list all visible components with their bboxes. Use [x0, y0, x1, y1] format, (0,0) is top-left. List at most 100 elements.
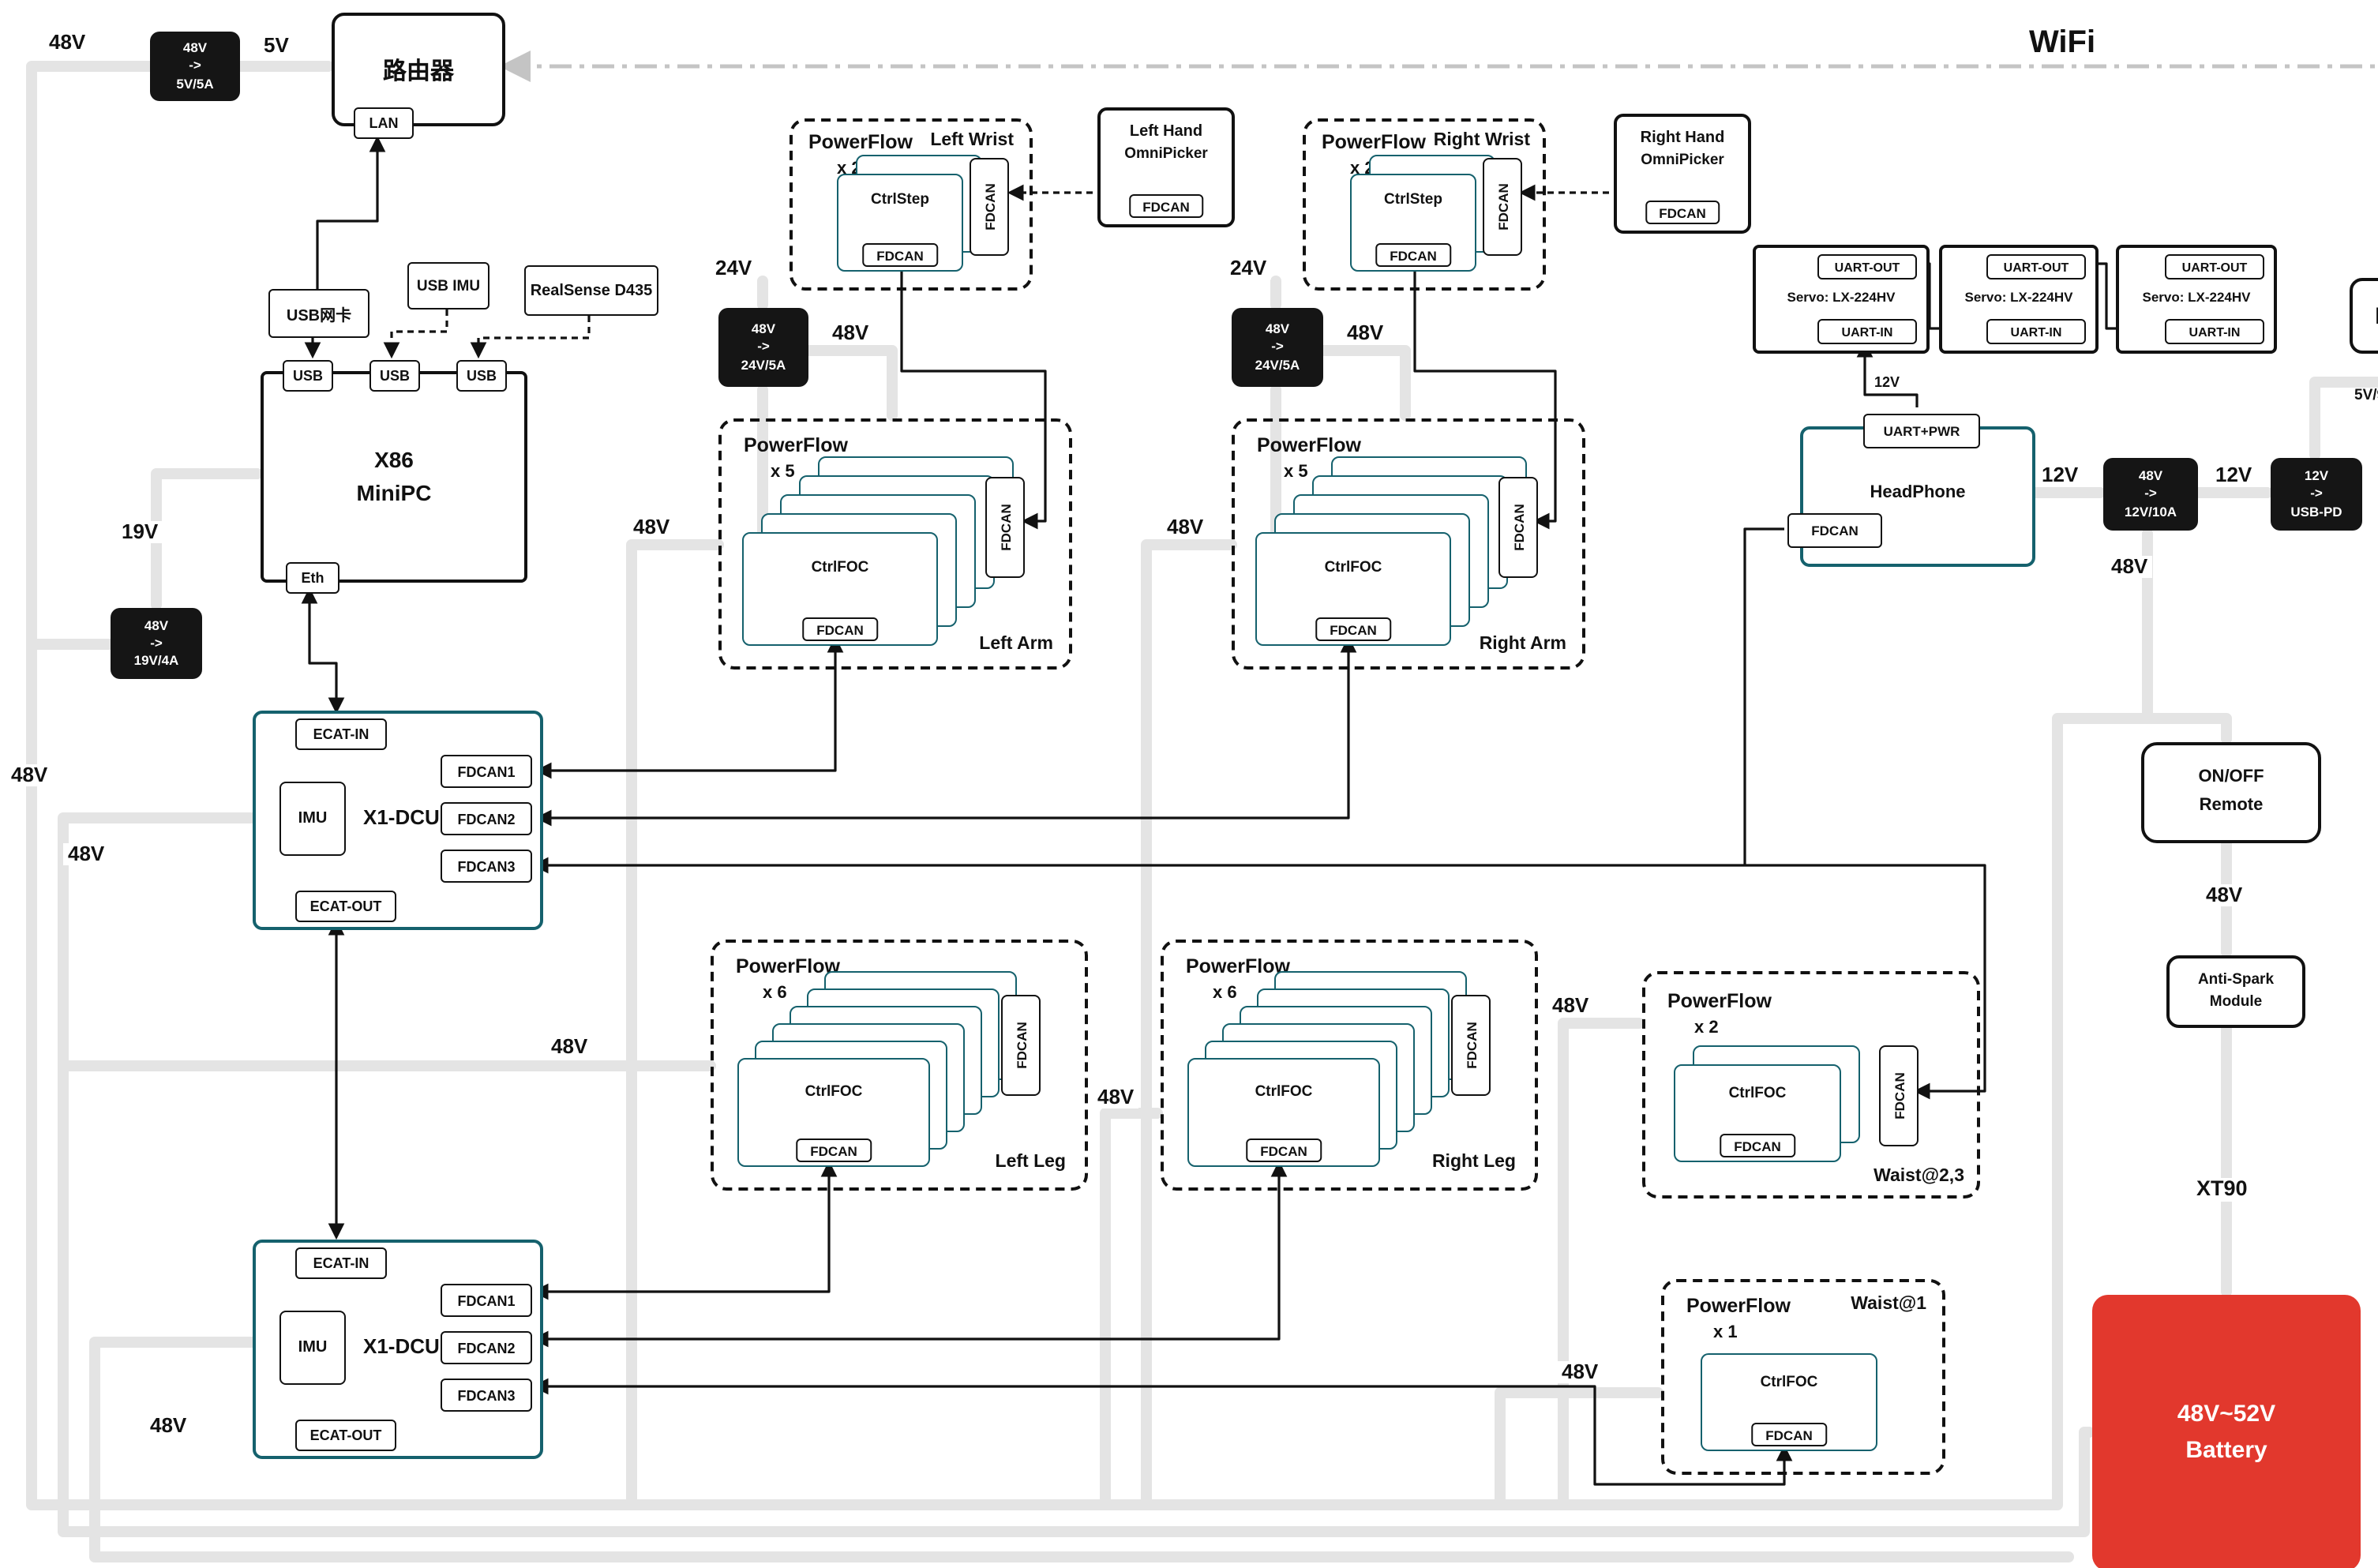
ecat-in-port: ECAT-IN	[295, 718, 387, 750]
converter-input-label: 48V	[2138, 467, 2163, 484]
lan-port: LAN	[354, 107, 414, 139]
on-off-remote-box: ON/OFF Remote	[2141, 742, 2321, 843]
usb-network-adapter-label: USB网卡	[286, 308, 352, 325]
voltage-label-48v: 48V	[44, 30, 91, 54]
powerflow-count: x 2	[1694, 1018, 1719, 1037]
fdcan-port: FDCAN	[802, 617, 878, 641]
voltage-label-24v: 24V	[711, 256, 757, 280]
powerflow-title: PowerFlow	[1322, 131, 1426, 153]
voltage-label-12v: 12V	[2211, 463, 2257, 487]
fdcan-port: FDCAN	[1751, 1423, 1827, 1446]
uart-in-port: UART-IN	[1817, 319, 1917, 344]
fdcan2-port: FDCAN2	[441, 802, 532, 835]
servo-name: Servo: LX-224HV	[1964, 289, 2073, 305]
fdcan2-label: FDCAN2	[457, 811, 516, 827]
fdcan-port: FDCAN	[1128, 194, 1204, 218]
powerflow-title: PowerFlow	[1186, 955, 1290, 977]
fdcan-label: FDCAN	[1495, 183, 1510, 231]
uart-out-label: UART-OUT	[1834, 260, 1900, 274]
fdcan-label: FDCAN	[1891, 1072, 1907, 1120]
realsense-label: RealSense D435	[530, 282, 653, 299]
ctrl-label: CtrlFOC	[805, 1083, 863, 1101]
driver-card: CtrlFOC FDCAN	[1674, 1064, 1841, 1162]
servo-name: Servo: LX-224HV	[1787, 289, 1896, 305]
uart-out-port: UART-OUT	[1817, 254, 1917, 279]
converter-input-label: 48V	[1265, 321, 1290, 337]
headphone-box: UART+PWR HeadPhone FDCAN	[1787, 414, 2035, 567]
voltage-label-5v: 5V	[259, 33, 294, 58]
lan-label: LAN	[369, 115, 399, 131]
ctrl-label: CtrlStep	[871, 191, 929, 208]
converter-input-label: 12V	[2304, 467, 2329, 484]
usb-port-1: USB	[283, 360, 333, 392]
servo-box-3: UART-OUT Servo: LX-224HV UART-IN	[2116, 245, 2277, 354]
powerflow-waist1: PowerFlow x 1 Waist@1 CtrlFOC FDCAN	[1661, 1279, 1945, 1475]
driver-card: CtrlFOC FDCAN	[1255, 532, 1451, 646]
ctrl-label: CtrlFOC	[1728, 1085, 1787, 1102]
powerflow-waist23: PowerFlow x 2 Waist@2,3 CtrlFOC FDCAN FD…	[1642, 971, 1980, 1199]
fdcan-label: FDCAN	[1510, 504, 1526, 551]
hand-title-line1: Left Hand	[1129, 123, 1203, 141]
powerflow-left-leg: PowerFlow x 6 Left Leg CtrlFOC FDCAN FDC…	[711, 940, 1088, 1191]
dcu-lower-box: ECAT-IN IMU X1-DCU FDCAN1 FDCAN2 FDCAN3 …	[253, 1240, 543, 1459]
uart-in-label: UART-IN	[2189, 324, 2241, 339]
uart-out-port: UART-OUT	[2165, 254, 2264, 279]
remote-line1: ON/OFF	[2198, 767, 2264, 787]
voltage-label-48v: 48V	[145, 1413, 192, 1438]
remote-line2: Remote	[2199, 796, 2264, 815]
powerflow-name: Right Wrist	[1433, 131, 1530, 150]
powerflow-count: x 6	[1213, 984, 1237, 1003]
voltage-label-48v: 48V	[1162, 515, 1209, 539]
converter-48v-to-12v: 48V -> 12V/10A	[2103, 458, 2198, 531]
dcu-upper-box: ECAT-IN IMU X1-DCU FDCAN1 FDCAN2 FDCAN3 …	[253, 711, 543, 930]
driver-card: CtrlFOC FDCAN	[742, 532, 938, 646]
ecat-in-port: ECAT-IN	[295, 1247, 387, 1279]
ecat-out-port: ECAT-OUT	[295, 891, 396, 922]
voltage-label-12v: 12V	[2037, 463, 2084, 487]
fdcan-label: FDCAN	[981, 183, 997, 231]
fdcan2-port: FDCAN2	[441, 1331, 532, 1364]
ctrl-label: CtrlFOC	[1255, 1083, 1313, 1101]
ctrl-label: CtrlFOC	[811, 559, 869, 576]
driver-card: CtrlFOC FDCAN	[1187, 1058, 1380, 1167]
fdcan1-label: FDCAN1	[457, 1292, 516, 1308]
driver-card: CtrlFOC FDCAN	[1701, 1353, 1877, 1451]
phone-box: Phone	[2350, 278, 2378, 354]
fdcan3-label: FDCAN3	[457, 858, 516, 874]
servo-name: Servo: LX-224HV	[2142, 289, 2251, 305]
eth-port: Eth	[286, 562, 339, 594]
hand-title-line1: Right Hand	[1640, 129, 1725, 147]
servo-box-1: UART-OUT Servo: LX-224HV UART-IN	[1753, 245, 1930, 354]
voltage-label-5v-9v-12v: 5V/9V/12V	[2350, 387, 2378, 405]
battery-box: 48V~52V Battery	[2092, 1295, 2361, 1568]
powerflow-name: Right Leg	[1431, 1153, 1516, 1172]
converter-output-label: 12V/10A	[2124, 503, 2177, 520]
ctrl-label: CtrlFOC	[1760, 1374, 1818, 1391]
fdcan-label: FDCAN	[1811, 523, 1859, 538]
voltage-label-48v: 48V	[827, 321, 874, 345]
powerflow-count: x 5	[1284, 463, 1308, 482]
antispark-line1: Anti-Spark	[2197, 970, 2275, 988]
powerflow-name: Right Arm	[1479, 635, 1566, 654]
router-box: 路由器 LAN	[332, 13, 505, 139]
hand-title-line2: OmniPicker	[1124, 145, 1208, 163]
antispark-line2: Module	[2209, 993, 2263, 1011]
converter-arrow: ->	[189, 57, 201, 73]
fdcan-side-port: FDCAN	[1498, 477, 1538, 578]
powerflow-title: PowerFlow	[1686, 1295, 1791, 1317]
fdcan-side-port: FDCAN	[1483, 158, 1522, 256]
xt90-connector-label: XT90	[2192, 1176, 2252, 1202]
powerflow-count: x 5	[771, 463, 795, 482]
usb-port-label: USB	[292, 368, 323, 384]
driver-card: CtrlStep FDCAN	[1350, 174, 1476, 272]
voltage-label-48v: 48V	[2106, 554, 2153, 579]
converter-arrow: ->	[757, 338, 770, 354]
powerflow-title: PowerFlow	[736, 955, 840, 977]
powerflow-left-arm: PowerFlow x 5 Left Arm CtrlFOC FDCAN FDC…	[718, 418, 1072, 670]
powerflow-title: PowerFlow	[808, 131, 913, 153]
converter-12v-to-usbpd: 12V -> USB-PD	[2271, 458, 2362, 531]
hand-title-line2: OmniPicker	[1641, 152, 1724, 169]
voltage-label-24v: 24V	[1225, 256, 1272, 280]
uart-in-label: UART-IN	[1841, 324, 1893, 339]
converter-output-label: 19V/4A	[133, 652, 179, 669]
